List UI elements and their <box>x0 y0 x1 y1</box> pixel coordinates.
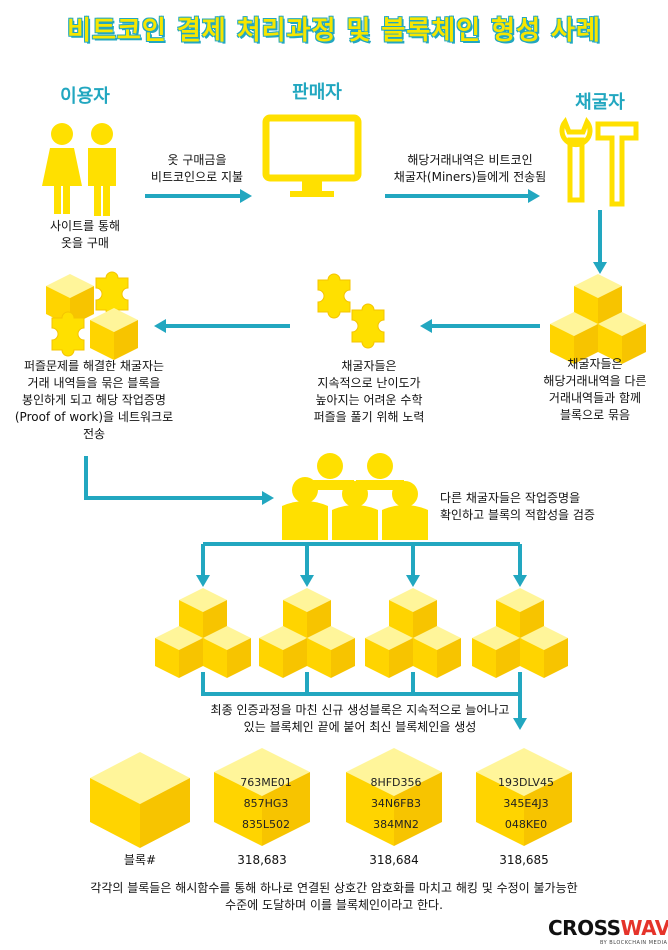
block-code: 763ME01 <box>240 776 292 789</box>
block-code: 34N6FB3 <box>370 797 422 810</box>
block-2-codes: 8HFD356 34N6FB3 384MN2 <box>366 772 426 835</box>
footer-note: 각각의 블록들은 해시함수를 통해 하나로 연결된 상호간 암호화를 마치고 해… <box>90 881 578 912</box>
chain-block-2 <box>346 748 442 846</box>
brand-logo: CROSSWAVE <box>548 916 668 940</box>
chain-block-0 <box>90 752 190 848</box>
step-pay: 옷 구매금을 비트코인으로 지불 <box>150 153 244 184</box>
puzzle-icon <box>317 273 385 349</box>
block-code: 345E4J3 <box>503 797 549 810</box>
block-1-codes: 763ME01 857HG3 835L502 <box>236 772 296 835</box>
miners-group-icon <box>282 453 428 540</box>
step-send: 해당거래내역은 비트코인 채굴자(Miners)들에게 전송됨 <box>393 153 547 184</box>
block-label-1: 318,683 <box>237 853 287 867</box>
chain-block-1 <box>214 748 310 846</box>
block-code: 193DLV45 <box>498 776 554 789</box>
step-final: 최종 인증과정을 마친 신규 생성블록은 지속적으로 늘어나고 있는 블록체인 … <box>210 703 510 734</box>
monitor-icon <box>262 114 362 197</box>
block-label-2: 318,684 <box>369 853 419 867</box>
block-code: 857HG3 <box>243 797 289 810</box>
block-label-0: 블록# <box>123 853 157 867</box>
role-user: 이용자 <box>60 86 110 107</box>
tools-icon <box>559 117 639 207</box>
solved-puzzle-icon <box>46 271 138 360</box>
block-cluster-1 <box>155 588 251 678</box>
brand-subtitle: BY BLOCKCHAIN MEDIA <box>600 940 668 946</box>
block-cluster-4 <box>472 588 568 678</box>
users-icon <box>42 123 116 216</box>
block-cluster-bundle <box>550 274 646 364</box>
block-cluster-2 <box>259 588 355 678</box>
block-code: 048KE0 <box>504 818 548 831</box>
brand-part1: CROSS <box>548 916 621 940</box>
block-cluster-3 <box>365 588 461 678</box>
block-3-codes: 193DLV45 345E4J3 048KE0 <box>494 772 558 835</box>
role-seller: 판매자 <box>292 82 342 103</box>
block-code: 835L502 <box>241 818 291 831</box>
block-code: 384MN2 <box>373 818 419 831</box>
brand-part2: WAVE <box>620 916 668 940</box>
block-label-3: 318,685 <box>499 853 549 867</box>
step-puzzle: 채굴자들은 지속적으로 난이도가 높아지는 어려운 수학 퍼즐을 풀기 위해 노… <box>313 359 425 424</box>
step-verify: 다른 채굴자들은 작업증명을 확인하고 블록의 적합성을 검증 <box>440 491 595 522</box>
role-miner: 채굴자 <box>575 92 625 113</box>
step-bundle: 채굴자들은 해당거래내역을 다른 거래내역들과 함께 블록으로 묶음 <box>543 357 647 422</box>
step-solved: 퍼즐문제를 해결한 채굴자는 거래 내역들을 묶은 블록을 봉인하게 되고 해당… <box>14 359 174 441</box>
page-title: 비트코인 결제 처리과정 및 블록체인 형성 사례 <box>67 16 601 46</box>
step-buy-site: 사이트를 통해 옷을 구매 <box>49 219 121 250</box>
chain-block-3 <box>476 748 572 846</box>
block-code: 8HFD356 <box>370 776 422 789</box>
